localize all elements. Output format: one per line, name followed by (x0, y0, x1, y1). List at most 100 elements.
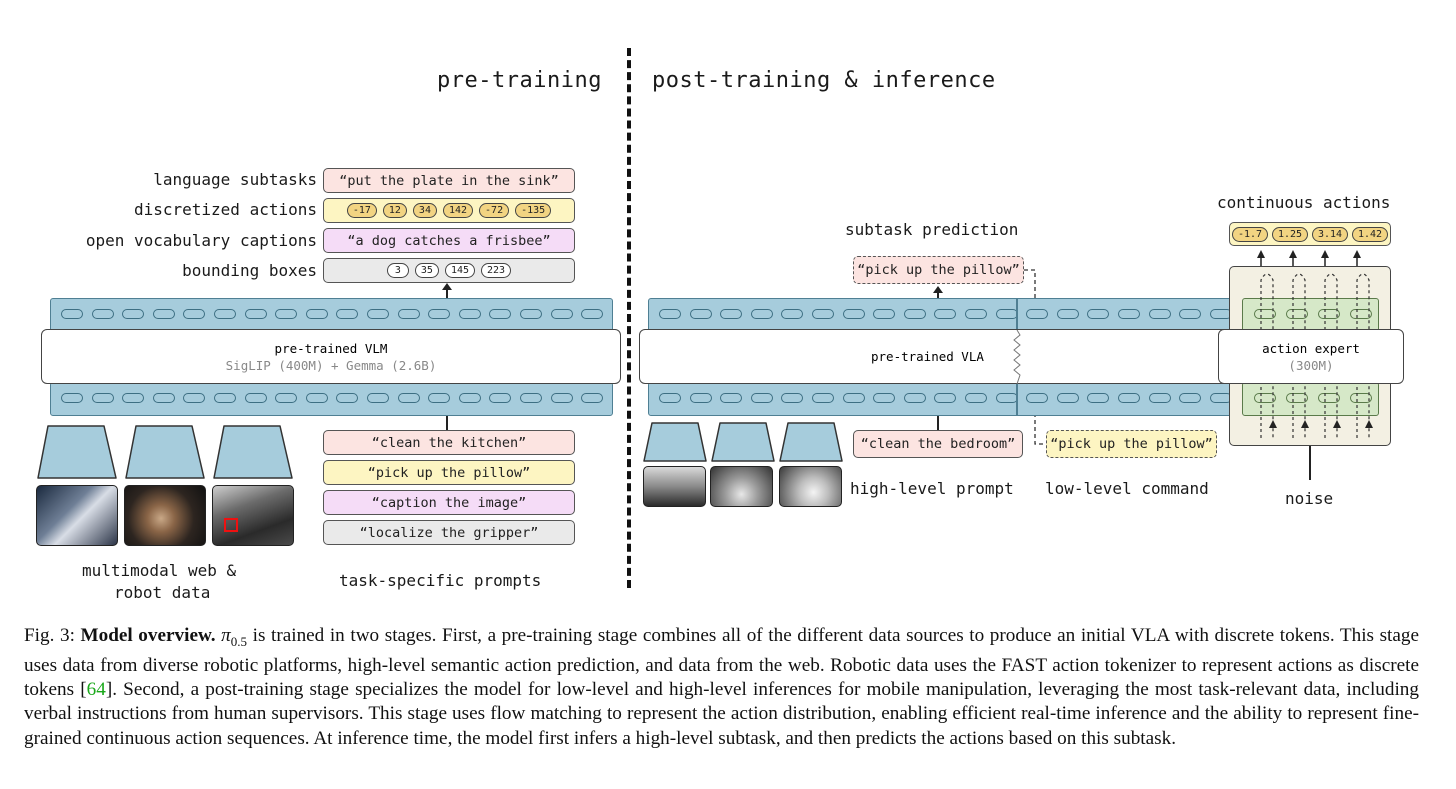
token-oval (183, 309, 206, 319)
token-oval (1026, 309, 1049, 319)
prompt-pick-up-pillow: “pick up the pillow” (323, 460, 575, 485)
token-oval (152, 393, 175, 403)
figure-caption: Fig. 3: Model overview. π0.5 is trained … (24, 624, 1419, 751)
continuous-action-token: 1.42 (1352, 226, 1388, 242)
high-level-prompt-label: high-level prompt (850, 479, 1014, 498)
vla-split-zigzag (1013, 330, 1021, 384)
token-oval (489, 309, 512, 319)
token-oval (1254, 309, 1276, 319)
token-oval (1118, 309, 1140, 319)
image-encoder-icon (779, 422, 843, 462)
action-token: 12 (382, 203, 407, 218)
high-level-prompt-box: “clean the bedroom” (853, 430, 1023, 458)
vla-split-line-top (1016, 298, 1018, 332)
token-oval (122, 393, 145, 403)
token-oval (934, 309, 957, 319)
token-oval (1318, 309, 1340, 319)
action-token: -135 (515, 203, 552, 218)
subtask-prediction-output: “pick up the pillow” (853, 256, 1024, 284)
token-oval (995, 309, 1018, 319)
token-oval (550, 309, 573, 319)
bounding-box-output: 3 35 145 223 (323, 258, 575, 283)
token-oval (122, 309, 145, 319)
token-oval (1350, 309, 1372, 319)
vla-output-arrowhead (933, 286, 943, 293)
token-oval (428, 393, 451, 403)
gripper-highlight-box (224, 518, 238, 532)
token-oval (720, 393, 743, 403)
subtask-prediction-label: subtask prediction (845, 220, 1019, 239)
token-oval (458, 309, 481, 319)
token-oval (214, 393, 236, 403)
noise-label: noise (1285, 489, 1334, 508)
multimodal-data-label-2: robot data (114, 583, 211, 602)
expert-name: action expert (1262, 340, 1360, 356)
token-oval (689, 393, 712, 403)
pretraining-header: pre-training (437, 68, 602, 93)
bedroom-cam-1 (643, 466, 706, 507)
token-oval (244, 309, 267, 319)
token-oval (659, 309, 681, 319)
dog-image-thumb (124, 485, 206, 546)
action-token: -17 (346, 203, 377, 218)
bbox-token: 223 (481, 263, 512, 278)
token-oval (214, 309, 236, 319)
token-oval (1254, 393, 1276, 403)
continuous-actions-output: -1.7 1.25 3.14 1.42 (1229, 222, 1391, 246)
caption-body-1: is trained in two stages. First, a pre-t… (24, 625, 1419, 701)
discretized-actions-output: -17 12 34 142 -72 -135 (323, 198, 575, 223)
token-oval (458, 393, 481, 403)
action-token: 142 (442, 203, 474, 218)
token-oval (812, 309, 834, 319)
token-oval (397, 393, 420, 403)
bbox-token: 145 (444, 263, 476, 278)
vlm-top-token-bar (50, 298, 613, 332)
token-oval (903, 393, 926, 403)
image-encoder-icon (213, 425, 293, 479)
token-oval (61, 393, 83, 403)
action-token: 34 (412, 203, 437, 218)
citation-link[interactable]: 64 (86, 679, 106, 701)
token-oval (903, 309, 926, 319)
image-encoder-icon (711, 422, 775, 462)
continuous-action-token: 1.25 (1272, 226, 1308, 242)
continuous-actions-label: continuous actions (1217, 193, 1391, 212)
token-oval (965, 393, 987, 403)
camera-encoder-shapes-post (643, 422, 843, 462)
token-oval (750, 393, 773, 403)
vlm-model-detail: SigLIP (400M) + Gemma (2.6B) (225, 357, 437, 373)
token-oval (1318, 393, 1340, 403)
low-level-command-label: low-level command (1045, 479, 1209, 498)
prompt-localize-gripper: “localize the gripper” (323, 520, 575, 545)
token-oval (336, 393, 359, 403)
token-oval (336, 309, 359, 319)
token-oval (842, 309, 865, 319)
token-oval (873, 309, 896, 319)
token-oval (1087, 309, 1110, 319)
gripper-image-thumb (212, 485, 294, 546)
bedroom-cam-2 (710, 466, 773, 507)
bbox-token: 3 (386, 263, 409, 278)
noise-input-line (1309, 446, 1311, 480)
token-oval (1179, 393, 1202, 403)
row-label-language-subtasks: language subtasks (153, 170, 317, 189)
token-oval (152, 309, 175, 319)
image-encoder-icon (37, 425, 117, 479)
token-oval (275, 309, 298, 319)
token-oval (489, 393, 512, 403)
token-oval (1056, 309, 1079, 319)
token-oval (550, 393, 573, 403)
token-oval (305, 393, 328, 403)
vla-top-token-bar (648, 298, 1232, 332)
token-oval (183, 393, 206, 403)
pretrained-vlm-block: pre-trained VLM SigLIP (400M) + Gemma (2… (41, 329, 621, 384)
token-oval (1179, 309, 1202, 319)
token-oval (934, 393, 957, 403)
robot-image-thumb (36, 485, 118, 546)
vla-split-line-bottom (1016, 382, 1018, 416)
camera-encoder-shapes-pretrain (37, 425, 293, 479)
caption-pi-symbol: π (221, 625, 231, 646)
token-oval (1286, 393, 1308, 403)
token-oval (1148, 393, 1171, 403)
language-subtask-output: “put the plate in the sink” (323, 168, 575, 193)
